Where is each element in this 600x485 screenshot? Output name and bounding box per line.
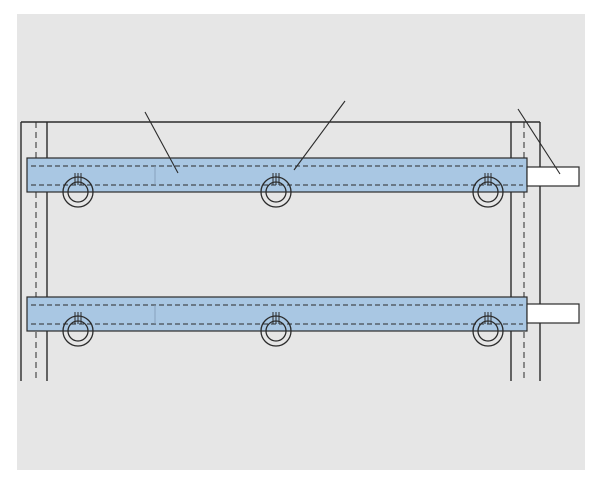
- ring-top-right: [472, 173, 504, 208]
- strap-top-end-tab: [526, 166, 580, 187]
- strap-bottom-end-tab: [526, 303, 580, 324]
- panel-background: [17, 14, 585, 470]
- strap-top: [26, 157, 528, 193]
- ring-top-left: [62, 173, 94, 208]
- ring-bottom-left: [62, 312, 94, 347]
- strap-bottom: [26, 296, 528, 332]
- ring-top-middle: [260, 173, 292, 208]
- ring-bottom-right: [472, 312, 504, 347]
- leader-line-strap: [144, 111, 179, 174]
- leader-line-tab: [517, 108, 561, 175]
- ring-bottom-middle: [260, 312, 292, 347]
- leader-line-stitching: [293, 100, 346, 171]
